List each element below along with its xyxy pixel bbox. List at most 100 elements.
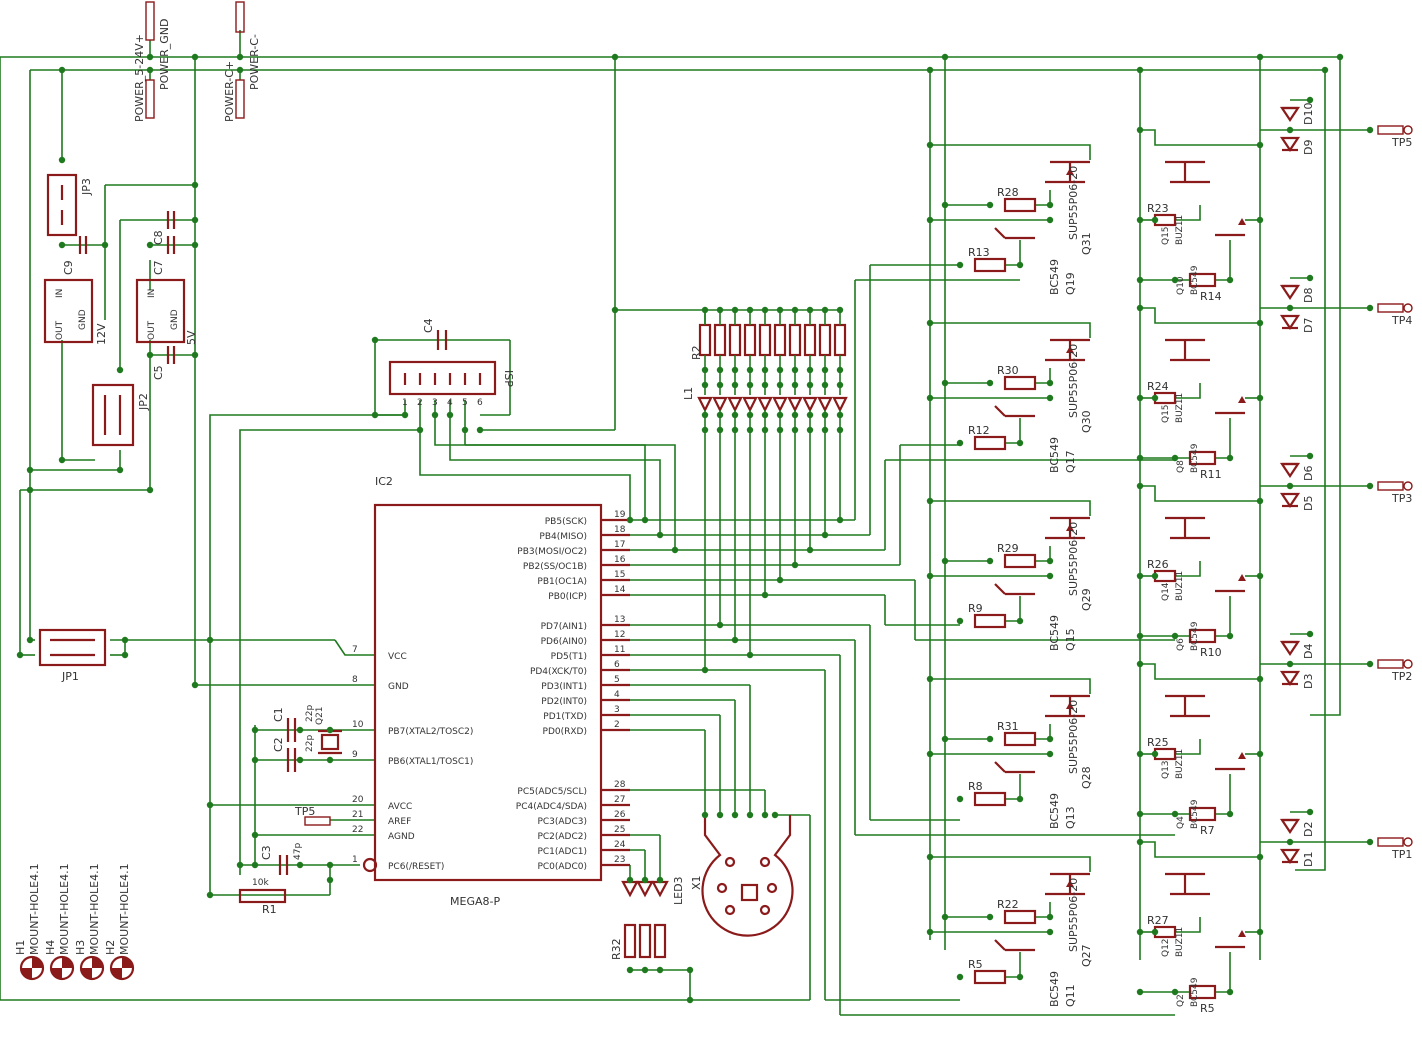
junction bbox=[1256, 141, 1264, 149]
low2-resistor-ref: R7 bbox=[1200, 824, 1215, 837]
gate-resistor-ref: R9 bbox=[968, 602, 983, 615]
junction bbox=[641, 516, 649, 524]
junction bbox=[1286, 126, 1294, 134]
junction bbox=[986, 557, 994, 565]
junction bbox=[836, 411, 844, 419]
junction bbox=[731, 381, 739, 389]
junction bbox=[401, 411, 409, 419]
junction bbox=[1136, 988, 1144, 996]
junction bbox=[121, 651, 129, 659]
junction bbox=[326, 876, 334, 884]
npn-part: BC549 bbox=[1048, 437, 1061, 473]
cap-c5-label: C5 bbox=[152, 365, 165, 380]
junction bbox=[1171, 988, 1179, 996]
junction bbox=[806, 426, 814, 434]
junction bbox=[1171, 276, 1179, 284]
junction bbox=[1136, 928, 1144, 936]
jp2-label: JP2 bbox=[137, 393, 150, 411]
microcontroller: IC2 MEGA8-P 7VCC8GND10PB7(XTAL2/TOSC2)9P… bbox=[352, 475, 630, 908]
power-label-c-plus: POWER-C+ bbox=[223, 61, 236, 122]
junction bbox=[746, 426, 754, 434]
junction bbox=[1366, 660, 1374, 668]
junction bbox=[716, 426, 724, 434]
network-led bbox=[727, 396, 743, 413]
junction bbox=[1171, 632, 1179, 640]
junction bbox=[1136, 482, 1144, 490]
junction bbox=[1016, 795, 1024, 803]
jp2: JP2 bbox=[91, 383, 150, 447]
ic-right-pin-number: 16 bbox=[614, 555, 626, 565]
junction bbox=[821, 411, 829, 419]
cap-c7-label: C7 bbox=[152, 260, 165, 275]
npn-part: BC549 bbox=[1048, 615, 1061, 651]
diode-high-ref: D2 bbox=[1302, 822, 1315, 837]
junction bbox=[1256, 928, 1264, 936]
junction bbox=[58, 456, 66, 464]
junction bbox=[1136, 750, 1144, 758]
junction bbox=[1016, 617, 1024, 625]
junction bbox=[686, 996, 694, 1004]
reg12-out: OUT bbox=[55, 320, 65, 340]
junction bbox=[791, 561, 799, 569]
junction bbox=[191, 241, 199, 249]
mosfet-ref: Q29 bbox=[1080, 588, 1093, 611]
ic-left-pin-number: 22 bbox=[352, 825, 363, 835]
junction bbox=[776, 411, 784, 419]
junction bbox=[1046, 572, 1054, 580]
test-point-ref: TP4 bbox=[1391, 314, 1412, 327]
junction bbox=[206, 891, 214, 899]
junction bbox=[716, 621, 724, 629]
junction bbox=[836, 516, 844, 524]
junction bbox=[1256, 572, 1264, 580]
junction bbox=[446, 411, 454, 419]
junction bbox=[146, 66, 154, 74]
junction bbox=[626, 876, 634, 884]
ic-right-pin-number: 4 bbox=[614, 690, 620, 700]
junction bbox=[746, 411, 754, 419]
npn-part: BC549 bbox=[1048, 793, 1061, 829]
mosfet-part: SUP55P06-20 bbox=[1067, 522, 1080, 596]
npn-part: BC549 bbox=[1048, 259, 1061, 295]
junction bbox=[1286, 304, 1294, 312]
low-q-ref: Q14 bbox=[1161, 582, 1171, 601]
network-led bbox=[817, 396, 833, 413]
ic-right-pin-name: PD1(TXD) bbox=[543, 712, 587, 722]
junction bbox=[1046, 201, 1054, 209]
junction bbox=[1336, 53, 1344, 61]
diode-low-ref: D5 bbox=[1302, 496, 1315, 511]
junction bbox=[26, 636, 34, 644]
network-led bbox=[712, 396, 728, 413]
test-point-ref: TP3 bbox=[1391, 492, 1412, 505]
diode-low bbox=[1279, 848, 1301, 864]
junction bbox=[1226, 810, 1234, 818]
ic-right-pin-name: PD2(INT0) bbox=[541, 697, 587, 707]
base-resistor bbox=[1003, 909, 1037, 925]
junction bbox=[251, 861, 259, 869]
r2-label: R2 bbox=[690, 345, 703, 360]
junction bbox=[836, 381, 844, 389]
junction bbox=[251, 726, 259, 734]
junction bbox=[821, 531, 829, 539]
junction bbox=[641, 966, 649, 974]
junction bbox=[701, 366, 709, 374]
ic-right-pin-number: 23 bbox=[614, 855, 625, 865]
reg5-gnd: GND bbox=[170, 309, 180, 330]
network-led bbox=[802, 396, 818, 413]
junction bbox=[431, 411, 439, 419]
ic-right-pin-number: 2 bbox=[614, 720, 620, 730]
low2-resistor-ref: R5 bbox=[1200, 1002, 1215, 1015]
junction bbox=[251, 756, 259, 764]
junction bbox=[101, 241, 109, 249]
junction bbox=[821, 306, 829, 314]
ic-right-pin-number: 27 bbox=[614, 795, 625, 805]
junction bbox=[806, 411, 814, 419]
mosfet-part: SUP55P06-20 bbox=[1067, 166, 1080, 240]
led3-label: LED3 bbox=[672, 876, 685, 905]
junction bbox=[1136, 838, 1144, 846]
junction bbox=[326, 726, 334, 734]
ic-left-pin-name: PB7(XTAL2/TOSC2) bbox=[388, 727, 473, 737]
